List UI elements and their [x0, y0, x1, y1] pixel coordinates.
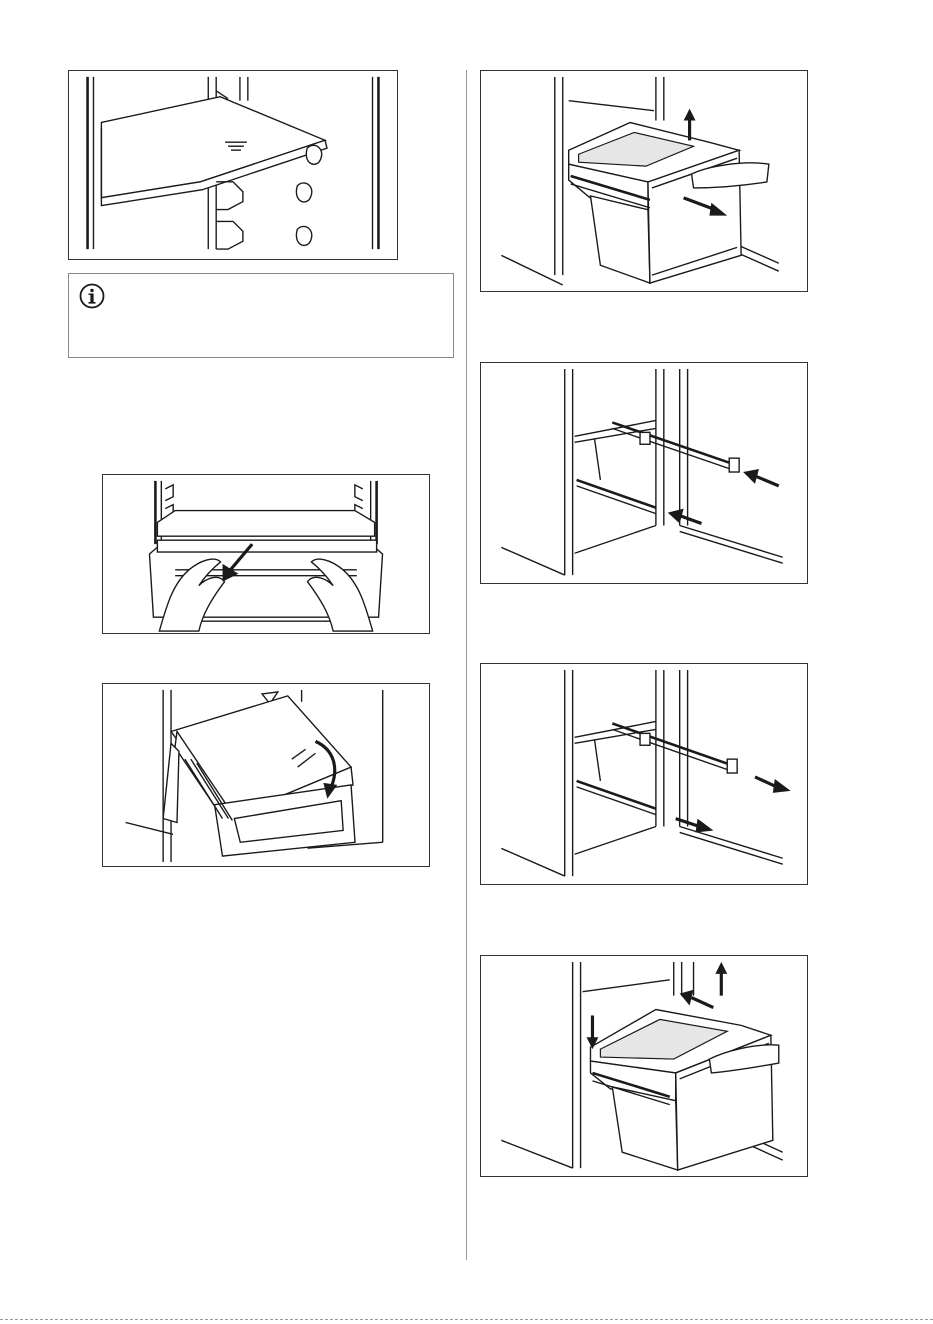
- drawer-reinsert-illustration: [480, 955, 808, 1177]
- column-divider: [466, 70, 467, 1260]
- page-bottom-rule: [0, 1319, 933, 1320]
- rails-pull-out-illustration: [480, 663, 808, 885]
- crisper-tilt-remove-illustration: [102, 683, 430, 867]
- shelf-install-illustration: [68, 70, 398, 260]
- info-note: [68, 273, 454, 358]
- info-icon: [79, 283, 105, 309]
- drawer-lift-out-illustration: [480, 70, 808, 292]
- rails-push-in-illustration: [480, 362, 808, 584]
- crisper-pull-out-illustration: [102, 474, 430, 634]
